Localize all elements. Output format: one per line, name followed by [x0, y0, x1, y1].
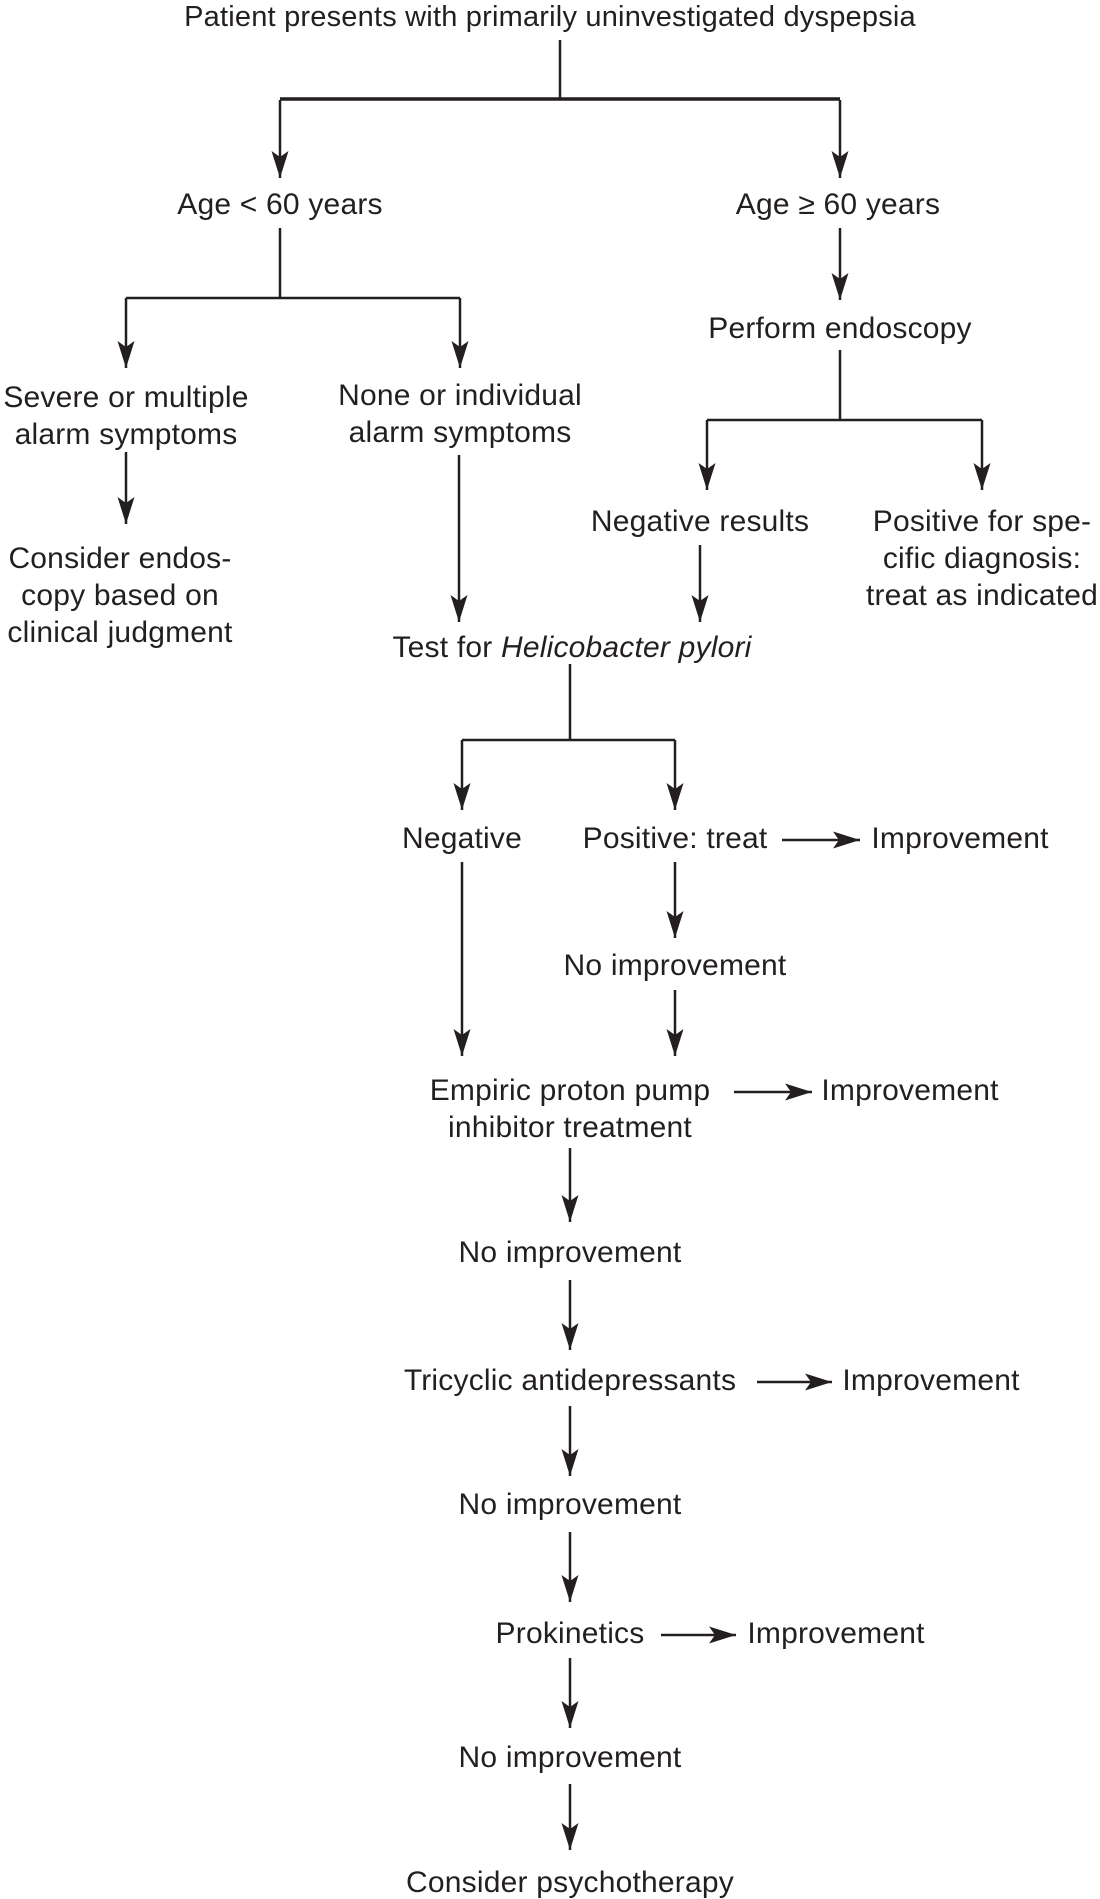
node-line: inhibitor treatment [448, 1111, 692, 1144]
node-text: Test for [392, 631, 501, 664]
node-improvement-2: Improvement [821, 1074, 999, 1107]
node-title: Patient presents with primarily uninvest… [184, 1, 916, 33]
node-positive-specific-diagnosis: Positive for spe- cific diagnosis: treat… [866, 503, 1098, 614]
node-perform-endoscopy: Perform endoscopy [708, 312, 972, 345]
node-consider-endoscopy: Consider endos- copy based on clinical j… [7, 540, 232, 651]
node-no-improvement-2: No improvement [458, 1236, 682, 1269]
node-no-improvement-4: No improvement [458, 1741, 682, 1774]
node-line: Severe or multiple [3, 381, 249, 414]
node-empiric-ppi-treatment: Empiric proton pump inhibitor treatment [430, 1072, 711, 1146]
node-age-60-plus: Age ≥ 60 years [735, 188, 941, 221]
node-negative-results: Negative results [590, 505, 810, 538]
node-line: treat as indicated [865, 579, 1099, 612]
node-test-h-pylori: Test for Helicobacter pylori [392, 629, 751, 666]
node-no-improvement-1: No improvement [563, 949, 787, 982]
node-none-alarm-symptoms: None or individual alarm symptoms [338, 377, 582, 451]
node-line: clinical judgment [7, 616, 233, 649]
node-severe-alarm-symptoms: Severe or multiple alarm symptoms [3, 379, 248, 453]
node-line: alarm symptoms [348, 416, 572, 449]
node-improvement-4: Improvement [747, 1617, 925, 1650]
node-improvement-1: Improvement [871, 822, 1049, 855]
node-line: copy based on [21, 579, 219, 612]
node-consider-psychotherapy: Consider psychotherapy [406, 1866, 734, 1899]
node-line: Empiric proton pump [429, 1074, 711, 1107]
node-line: Positive for spe- [872, 505, 1092, 538]
node-age-under-60: Age < 60 years [177, 188, 383, 221]
node-improvement-3: Improvement [842, 1364, 1020, 1397]
node-line: cific diagnosis: [882, 542, 1082, 575]
node-line: Consider endos- [8, 542, 232, 575]
node-no-improvement-3: No improvement [458, 1488, 682, 1521]
node-hp-positive-treat: Positive: treat [582, 822, 768, 855]
node-prokinetics: Prokinetics [495, 1617, 645, 1650]
node-hp-negative: Negative [401, 822, 523, 855]
node-text-italic: Helicobacter pylori [500, 631, 752, 664]
node-tricyclic-antidepressants: Tricyclic antidepressants [403, 1364, 737, 1397]
node-line: alarm symptoms [14, 418, 238, 451]
node-line: None or individual [338, 379, 582, 412]
